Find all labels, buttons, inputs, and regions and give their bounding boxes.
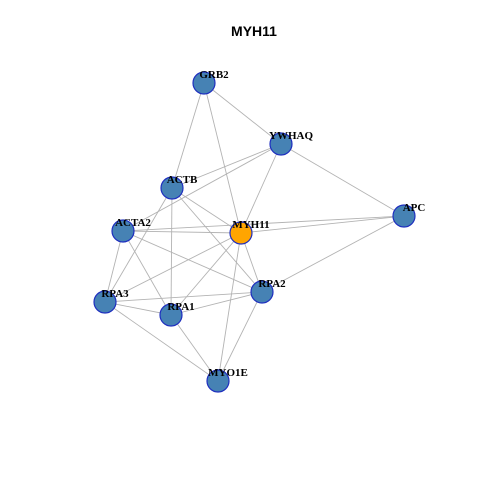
- node-rpa2: [250, 280, 274, 304]
- edge-apc-rpa2: [261, 215, 405, 293]
- edge-actb-rpa2: [171, 187, 263, 293]
- edge-acta2-myh11: [122, 230, 242, 234]
- node-label-acta2: ACTA2: [115, 217, 151, 229]
- node-myh11: [229, 221, 253, 245]
- node-label-rpa2: RPA2: [258, 278, 286, 290]
- edge-myh11-rpa1: [170, 232, 242, 316]
- edge-layer: [104, 82, 405, 382]
- node-ywhaq: [269, 132, 293, 156]
- node-label-myh11: MYH11: [232, 219, 269, 231]
- edge-ywhaq-acta2: [122, 143, 282, 232]
- edge-actb-rpa3: [104, 187, 173, 303]
- edge-acta2-rpa2: [122, 230, 263, 293]
- edge-rpa2-rpa3: [104, 291, 263, 303]
- edge-apc-acta2: [122, 215, 405, 232]
- node-rpa3: [93, 290, 117, 314]
- node-actb: [160, 176, 184, 200]
- node-acta2: [111, 219, 135, 243]
- edge-actb-rpa1: [170, 187, 173, 316]
- node-apc: [392, 204, 416, 228]
- edge-ywhaq-actb: [171, 143, 282, 189]
- node-layer: [93, 71, 416, 393]
- edge-rpa2-rpa1: [170, 291, 263, 316]
- edge-rpa1-myo1e: [170, 314, 219, 382]
- edge-grb2-actb: [171, 82, 205, 189]
- node-label-grb2: GRB2: [199, 69, 229, 81]
- edge-ywhaq-myh11: [240, 143, 282, 234]
- node-label-apc: APC: [403, 202, 426, 214]
- edge-grb2-ywhaq: [203, 82, 282, 145]
- node-label-ywhaq: YWHAQ: [269, 130, 313, 142]
- node-label-myo1e: MYO1E: [208, 367, 248, 379]
- graph-title: MYH11: [231, 23, 277, 39]
- edge-apc-myh11: [240, 215, 405, 234]
- edge-myh11-rpa3: [104, 232, 242, 303]
- edge-rpa2-myo1e: [217, 291, 263, 382]
- edge-myh11-myo1e: [217, 232, 242, 382]
- node-rpa1: [159, 303, 183, 327]
- edge-acta2-rpa1: [122, 230, 172, 316]
- node-label-actb: ACTB: [167, 174, 198, 186]
- edge-grb2-myh11: [203, 82, 242, 234]
- node-label-rpa3: RPA3: [101, 288, 129, 300]
- node-label-rpa1: RPA1: [167, 301, 194, 313]
- node-myo1e: [206, 369, 230, 393]
- edge-rpa3-myo1e: [104, 301, 219, 382]
- edge-ywhaq-apc: [280, 143, 405, 217]
- node-grb2: [192, 71, 216, 95]
- edge-acta2-rpa3: [104, 230, 124, 303]
